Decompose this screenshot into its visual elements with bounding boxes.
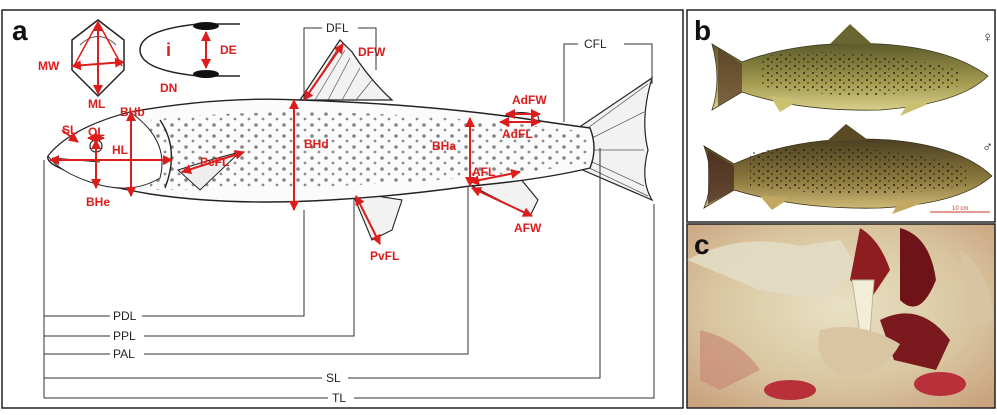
label-pvfl: PvFL <box>370 249 399 263</box>
label-hl: HL <box>112 143 128 157</box>
panel-c-label: c <box>694 229 710 260</box>
label-ml: ML <box>88 97 105 111</box>
dim-pal: PAL <box>113 347 135 361</box>
male-symbol: ♂ <box>982 139 993 156</box>
label-bhb: BHb <box>120 105 145 119</box>
dim-ppl: PPL <box>113 329 136 343</box>
label-pcfl: PcFL <box>200 155 229 169</box>
dim-cfl: CFL <box>584 37 607 51</box>
label-mw: MW <box>38 59 60 73</box>
dim-dfl: DFL <box>326 21 349 35</box>
eye-lower <box>193 70 219 78</box>
dim-tl: TL <box>332 391 346 405</box>
label-bha: BHa <box>432 139 456 153</box>
label-sl-snout: SL <box>62 123 77 137</box>
scale-label: 10 cm <box>952 206 968 212</box>
label-afl: AFL <box>472 165 495 179</box>
dim-pdl: PDL <box>113 309 137 323</box>
label-afw: AFW <box>514 221 542 235</box>
label-adfl: AdFL <box>502 127 533 141</box>
label-dfw: DFW <box>358 45 386 59</box>
label-bhd: BHd <box>304 137 329 151</box>
label-dn: DN <box>160 81 177 95</box>
female-symbol: ♀ <box>982 29 993 46</box>
eye-upper <box>193 22 219 30</box>
label-ol: OL <box>88 125 105 139</box>
label-adfw: AdFW <box>512 93 547 107</box>
panel-a-label: a <box>12 15 28 46</box>
label-i: i <box>166 40 171 60</box>
dim-sl: SL <box>326 371 341 385</box>
label-de: DE <box>220 43 237 57</box>
panel-b-label: b <box>694 15 711 46</box>
label-bhe: BHe <box>86 195 110 209</box>
